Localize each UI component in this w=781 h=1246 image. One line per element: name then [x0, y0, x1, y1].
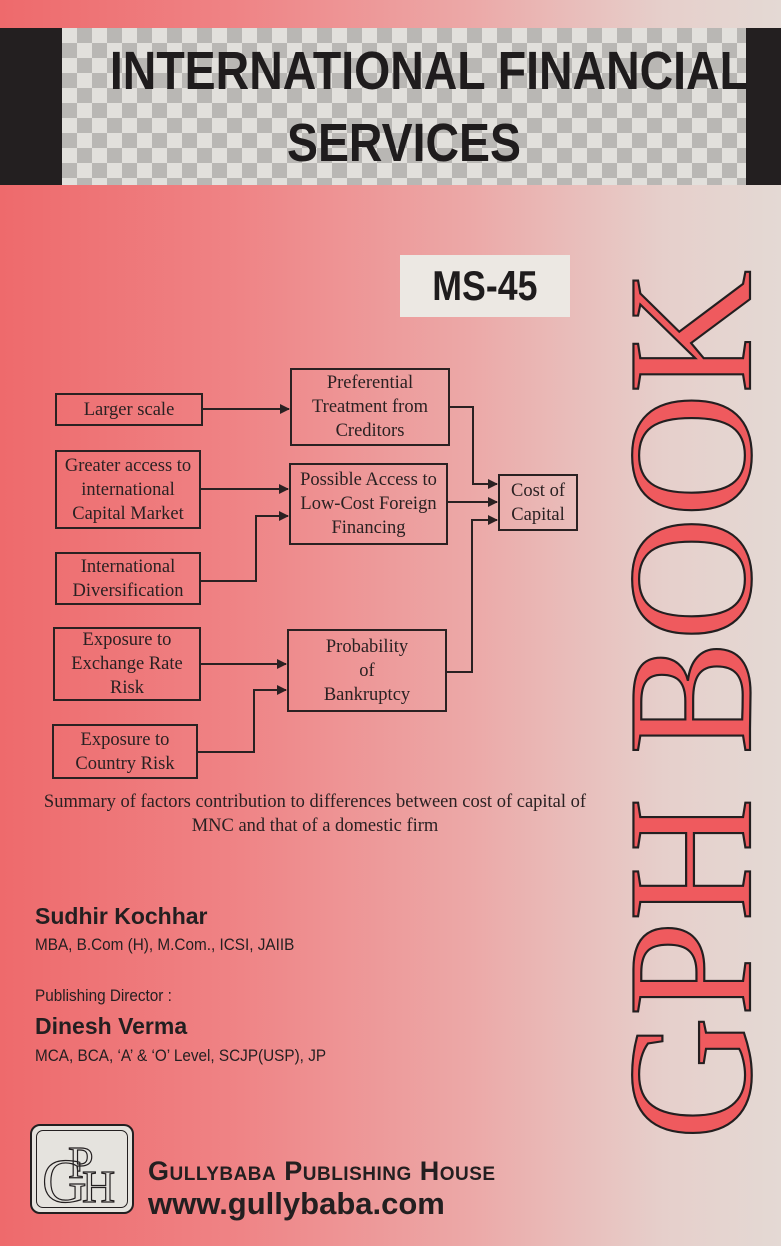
header-checker-band [62, 28, 746, 185]
publishing-director-qualifications: MCA, BCA, ‘A’ & ‘O’ Level, SCJP(USP), JP [35, 1046, 327, 1065]
publisher-logo-icon: G P H [30, 1124, 134, 1214]
diagram-box-preferential-treatment: Preferential Treatment from Creditors [290, 368, 450, 446]
course-code-badge: MS-45 [400, 255, 570, 317]
author-qualifications: MBA, B.Com (H), M.Com., ICSI, JAIIB [35, 935, 295, 954]
svg-text:H: H [82, 1161, 115, 1212]
publishing-director-name: Dinesh Verma [35, 1013, 188, 1039]
diagram-box-cost-of-capital: Cost of Capital [498, 474, 578, 531]
diagram-box-exchange-rate-risk: Exposure to Exchange Rate Risk [53, 627, 201, 701]
publishing-director-label: Publishing Director : [35, 986, 172, 1005]
diagram-caption: Summary of factors contribution to diffe… [43, 792, 587, 836]
author-name: Sudhir Kochhar [35, 903, 208, 929]
diagram-box-greater-access: Greater access to international Capital … [55, 450, 201, 529]
gph-monogram-icon: G P H [41, 1136, 115, 1212]
book-title-line-1: INTERNATIONAL FINANCIAL [109, 41, 748, 101]
publisher-name: Gullybaba Publishing House [148, 1156, 496, 1186]
publisher-website[interactable]: www.gullybaba.com [148, 1186, 445, 1221]
diagram-box-larger-scale: Larger scale [55, 393, 203, 426]
svg-text:G: G [42, 1148, 87, 1212]
header-band-left-block [0, 28, 62, 185]
header-band-right-block [746, 28, 781, 185]
book-title-line-2: SERVICES [286, 113, 522, 173]
diagram-box-bankruptcy-probability: Probability of Bankruptcy [287, 629, 447, 712]
gph-book-vertical-brand: GPH BOOK [600, 269, 780, 1141]
diagram-box-international-diversification: International Diversification [55, 552, 201, 605]
diagram-box-low-cost-financing: Possible Access to Low-Cost Foreign Fina… [289, 463, 448, 545]
svg-text:P: P [68, 1137, 94, 1188]
series-brand-text: GPH BOOK [600, 270, 780, 1140]
diagram-box-country-risk: Exposure to Country Risk [52, 724, 198, 779]
course-code: MS-45 [432, 262, 538, 309]
